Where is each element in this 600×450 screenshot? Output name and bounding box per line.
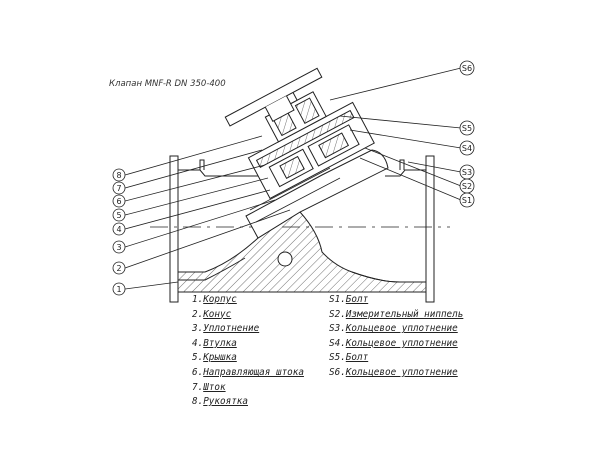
right-flange: [425, 155, 435, 303]
service-parts-legend: S1.Болт S2.Измерительный ниппель S3.Коль…: [329, 293, 463, 381]
legend-row-part-7: 7.Шток: [192, 381, 304, 396]
svg-text:2: 2: [116, 264, 121, 273]
legend-label: Измерительный ниппель: [345, 308, 464, 320]
legend-num: S4.: [329, 337, 346, 349]
callout-4: 4: [112, 222, 126, 236]
legend-label: Крышка: [203, 352, 237, 364]
callout-s3: S3: [459, 164, 475, 180]
callout-s1: S1: [459, 192, 475, 208]
legend-label: Конус: [203, 308, 232, 320]
callout-3: 3: [112, 240, 126, 254]
legend-row-part-8: 8.Рукоятка: [192, 395, 304, 410]
legend-num: 7.: [192, 381, 204, 393]
legend-label: Корпус: [203, 294, 237, 305]
legend-label: Кольцевое уплотнение: [345, 337, 458, 349]
handwheel: [224, 67, 323, 127]
callout-5: 5: [112, 208, 126, 222]
svg-text:S5: S5: [462, 124, 472, 133]
legend-num: 5.: [192, 352, 204, 364]
legend-num: 1.: [192, 294, 204, 305]
legend-row-s2: S2.Измерительный ниппель: [329, 308, 463, 323]
legend-num: S3.: [329, 323, 346, 335]
legend-label: Втулка: [203, 337, 237, 349]
callout-8: 8: [112, 168, 126, 182]
legend-label: Направляющая штока: [203, 366, 304, 378]
legend-label: Болт: [345, 294, 369, 305]
svg-text:7: 7: [116, 184, 121, 193]
legend-num: 4.: [192, 337, 204, 349]
body-partition-hatched: [177, 211, 427, 293]
svg-text:1: 1: [116, 285, 121, 294]
parts-legend: 1.Корпус 2.Конус 3.Уплотнение 4.Втулка 5…: [192, 293, 304, 410]
legend-row-s5: S5.Болт: [329, 351, 463, 366]
legend-row-s1: S1.Болт: [329, 293, 463, 308]
svg-text:3: 3: [116, 243, 121, 252]
legend-num: S6.: [329, 366, 346, 378]
legend-row-part-5: 5.Крышка: [192, 351, 304, 366]
svg-text:S1: S1: [462, 196, 472, 205]
legend-num: S1.: [329, 294, 346, 305]
callout-1: 1: [112, 282, 126, 296]
svg-text:6: 6: [116, 197, 121, 206]
svg-text:S4: S4: [462, 144, 472, 153]
legend-row-s6: S6.Кольцевое уплотнение: [329, 366, 463, 381]
callout-s6: S6: [459, 60, 475, 76]
measuring-nipple-right: [399, 159, 405, 170]
legend-row-s4: S4.Кольцевое уплотнение: [329, 337, 463, 352]
svg-text:8: 8: [116, 171, 121, 180]
legend-num: 6.: [192, 366, 204, 378]
legend-label: Болт: [345, 352, 369, 364]
svg-text:S2: S2: [462, 182, 472, 191]
callout-s5: S5: [459, 120, 475, 136]
legend-row-part-6: 6.Направляющая штока: [192, 366, 304, 381]
legend-num: S2.: [329, 308, 346, 320]
legend-num: 8.: [192, 396, 204, 408]
legend-num: 3.: [192, 323, 204, 335]
legend-num: S5.: [329, 352, 346, 364]
callout-s4: S4: [459, 140, 475, 156]
legend-label: Кольцевое уплотнение: [345, 323, 458, 335]
callout-2: 2: [112, 261, 126, 275]
page-title: Клапан MNF-R DN 350-400: [109, 79, 226, 89]
measuring-nipple-left: [199, 159, 205, 170]
legend-row-part-4: 4.Втулка: [192, 337, 304, 352]
left-flange: [169, 155, 179, 303]
bonnet-neck: [245, 149, 389, 239]
svg-text:S3: S3: [462, 168, 472, 177]
legend-num: 2.: [192, 308, 204, 320]
legend-row-part-3: 3.Уплотнение: [192, 322, 304, 337]
svg-text:S6: S6: [462, 64, 472, 73]
callout-6: 6: [112, 194, 126, 208]
legend-label: Шток: [203, 381, 226, 393]
legend-label: Кольцевое уплотнение: [345, 366, 458, 378]
legend-row-s3: S3.Кольцевое уплотнение: [329, 322, 463, 337]
partition-hole: [277, 251, 293, 267]
legend-label: Уплотнение: [203, 323, 260, 335]
svg-text:5: 5: [116, 211, 121, 220]
legend-row-part-2: 2.Конус: [192, 308, 304, 323]
svg-text:4: 4: [116, 225, 121, 234]
legend-row-part-1: 1.Корпус: [192, 293, 304, 308]
callout-s2: S2: [459, 178, 475, 194]
legend-label: Рукоятка: [203, 396, 248, 408]
callout-7: 7: [112, 181, 126, 195]
